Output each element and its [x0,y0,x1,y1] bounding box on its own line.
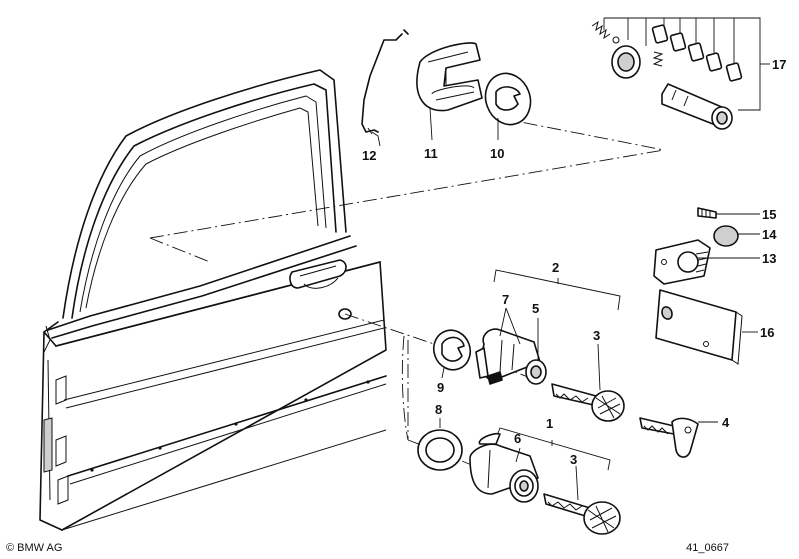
callout-labels: 1 2 3 3 4 5 6 7 8 9 10 11 12 13 14 15 16… [362,57,786,467]
diagram-number: 41_0667 [686,542,729,554]
part-9-seal [432,329,472,379]
callout-17: 17 [772,57,786,72]
part-3-key-upper [551,343,625,422]
callout-12: 12 [362,148,376,163]
callout-9: 9 [437,380,444,395]
part-3-key-lower [543,465,621,535]
assembly-guide-lines [149,89,665,467]
callout-8: 8 [435,402,442,417]
part-16-cover-plate [655,289,758,365]
part-6-lock-cylinder [469,432,539,503]
door-assembly [39,69,387,531]
copyright-notice: © BMW AG [6,542,63,554]
callout-14: 14 [762,227,777,242]
callout-11: 11 [424,146,438,161]
callout-16: 16 [760,325,774,340]
callout-6: 6 [514,431,521,446]
callout-15: 15 [762,207,776,222]
part-4-key-folding [639,417,718,458]
part-11-clip [416,42,483,141]
callout-3-lower: 3 [570,452,577,467]
callout-4: 4 [722,415,730,430]
callout-13: 13 [762,251,776,266]
callout-5: 5 [532,301,539,316]
part-17-lock-kit [591,17,770,130]
part-8-seal-ring [417,418,463,471]
part-14-cap [713,225,760,247]
part-13-bezel [653,239,760,285]
part-15-screw [697,207,760,219]
part-2-bracket [493,269,621,311]
callout-1: 1 [546,416,553,431]
callout-2: 2 [552,260,559,275]
callout-3-upper: 3 [593,328,600,343]
callout-10: 10 [490,146,504,161]
part-10-seal-ring [484,72,532,140]
callout-7: 7 [502,292,509,307]
part-12-control-rod [361,29,409,147]
part-5-lock-cylinder [475,307,547,385]
